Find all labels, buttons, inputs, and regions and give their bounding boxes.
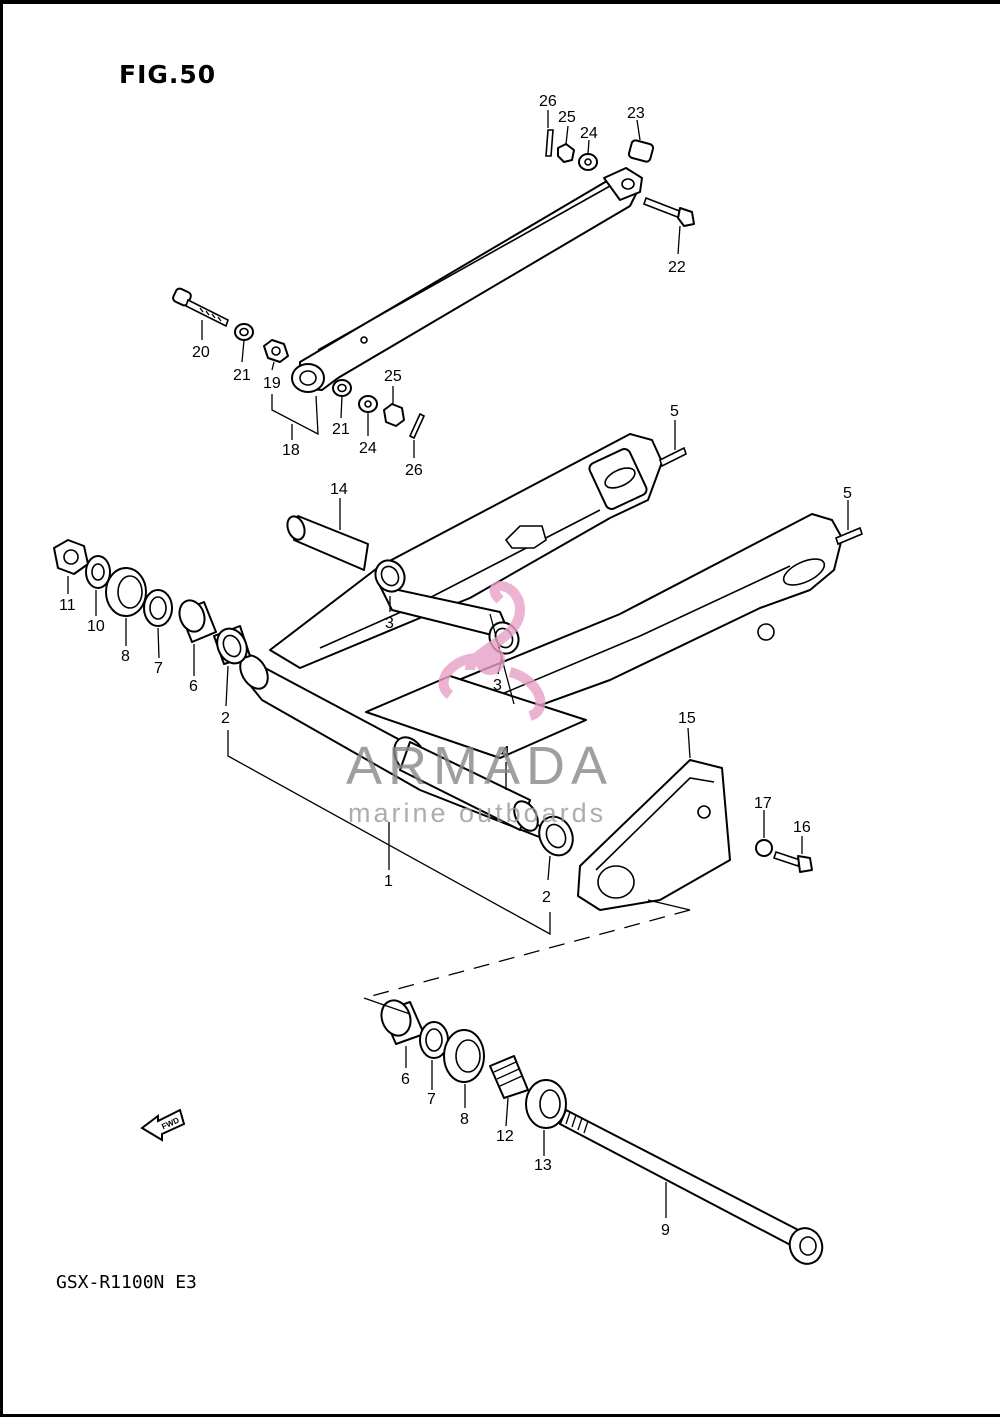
- callout-21-lower: 21: [332, 421, 350, 438]
- callout-23: 23: [627, 105, 645, 122]
- watermark-tagline: marine outboards: [348, 798, 606, 828]
- callout-14: 14: [330, 481, 348, 498]
- callout-24-upper: 24: [580, 125, 598, 142]
- bearing-2-right: [538, 815, 574, 857]
- pivot-shaft-9: [559, 1109, 824, 1265]
- callout-26-lower: 26: [405, 462, 423, 479]
- callout-10: 10: [87, 618, 105, 635]
- bolt-20: [172, 287, 229, 328]
- callout-16: 16: [793, 819, 811, 836]
- dust-seal-8-left: [105, 567, 147, 617]
- callout-24-lower: 24: [359, 440, 377, 457]
- washer-7-left: [143, 589, 173, 627]
- adjuster-bolt-5-lower: [835, 526, 863, 546]
- sheet-border-left: [0, 0, 3, 1417]
- callout-3-left: 3: [385, 615, 394, 632]
- spacer-14: [286, 515, 369, 571]
- nut-19: [263, 339, 289, 363]
- callout-25-lower: 25: [384, 368, 402, 385]
- washer-24-lower: [358, 395, 378, 413]
- callout-26-upper: 26: [539, 93, 557, 110]
- collar-23: [627, 139, 655, 163]
- callout-7-lower: 7: [427, 1091, 436, 1108]
- watermark: ARMADA marine outboards: [346, 581, 613, 828]
- callout-2-right: 2: [542, 889, 551, 906]
- spacer-4: [399, 741, 539, 832]
- castle-nut-25-lower: [383, 403, 405, 427]
- callout-5-lower: 5: [843, 485, 852, 502]
- callout-17: 17: [754, 795, 772, 812]
- callout-22: 22: [668, 259, 686, 276]
- washer-24-upper: [578, 153, 598, 171]
- leader-lines: [67, 110, 849, 1218]
- spacer-6-left: [178, 599, 217, 643]
- model-label: GSX-R1100N E3: [56, 1272, 197, 1293]
- spacer-6-lower: [380, 999, 425, 1045]
- callout-6-left: 6: [189, 678, 198, 695]
- dust-seal-8-lower: [443, 1029, 485, 1083]
- adjuster-12: [489, 1055, 529, 1099]
- washer-7-lower: [419, 1021, 449, 1059]
- bearing-2-left: [213, 625, 251, 665]
- washer-10: [85, 555, 111, 589]
- bolt-16: [772, 850, 813, 873]
- chain-case-15: [577, 759, 731, 911]
- watermark-brand: ARMADA: [346, 736, 613, 796]
- callout-3-right: 3: [493, 677, 502, 694]
- sheet-border-top: [0, 0, 1000, 4]
- fwd-arrow-icon: FWD: [140, 1108, 186, 1142]
- cotter-pin-26-lower: [408, 412, 426, 440]
- callout-15: 15: [678, 710, 696, 727]
- callout-5-upper: 5: [670, 403, 679, 420]
- callout-25-upper: 25: [558, 109, 576, 126]
- figure-title: FIG.50: [119, 60, 217, 89]
- collar-21-lower: [332, 379, 352, 397]
- callout-2-left: 2: [221, 710, 230, 727]
- sheet-border-bottom: [0, 1414, 1000, 1417]
- callout-12: 12: [496, 1128, 514, 1145]
- callout-8-left: 8: [121, 648, 130, 665]
- callout-1: 1: [384, 873, 393, 890]
- bolt-22: [643, 196, 695, 227]
- callout-6-lower: 6: [401, 1071, 410, 1088]
- callout-numbers: 26 25 24 23 22 20 21 19 18 21 24 25 26 5…: [59, 93, 852, 1239]
- adjuster-bolt-5-upper: [659, 446, 687, 468]
- nut-11: [53, 539, 89, 575]
- castle-nut-25-upper: [557, 143, 575, 163]
- cotter-pin-26-upper: [545, 129, 554, 157]
- torque-link: [291, 167, 643, 393]
- callout-9: 9: [661, 1222, 670, 1239]
- callout-7-left: 7: [154, 660, 163, 677]
- callout-19: 19: [263, 375, 281, 392]
- callout-13: 13: [534, 1157, 552, 1174]
- watermark-logo-icon: [438, 581, 546, 721]
- callout-4: 4: [501, 744, 510, 761]
- callout-21-upper: 21: [233, 367, 251, 384]
- callout-20: 20: [192, 344, 210, 361]
- collar-21-upper: [234, 323, 254, 341]
- collar-17: [755, 839, 773, 857]
- callout-8-lower: 8: [460, 1111, 469, 1128]
- callout-11: 11: [59, 597, 76, 614]
- nut-13: [525, 1079, 567, 1129]
- callout-18: 18: [282, 442, 300, 459]
